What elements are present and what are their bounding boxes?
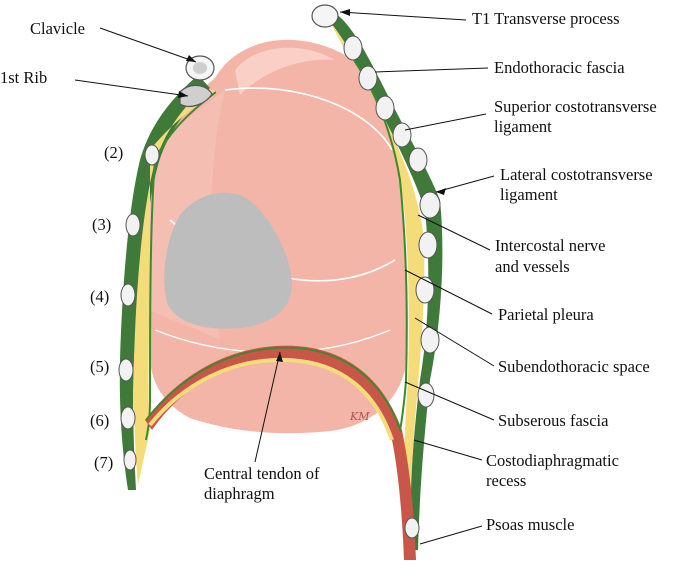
rib-7-bone — [123, 449, 137, 471]
t1-transverse-bone — [311, 4, 339, 28]
label-subendothoracic: Subendothoracic space — [498, 357, 650, 376]
label-parietal-pleura: Parietal pleura — [498, 305, 594, 324]
clavicle-bone — [185, 55, 215, 81]
label-superior-costotransverse-2: ligament — [494, 117, 552, 136]
rib-number-3: (3) — [92, 215, 111, 234]
label-lateral-costotransverse-1: Lateral costotransverse — [500, 165, 653, 184]
label-costodiaphragmatic-2: recess — [486, 471, 526, 490]
artist-signature: KM — [349, 410, 370, 423]
label-intercostal-2: and vessels — [495, 257, 570, 276]
label-endothoracic: Endothoracic fascia — [494, 58, 625, 77]
first-rib-bone — [179, 84, 213, 107]
rib-number-7: (7) — [94, 453, 113, 472]
rib-3-bone — [125, 213, 141, 237]
label-central-tendon-2: diaphragm — [204, 484, 275, 503]
label-lateral-costotransverse-2: ligament — [500, 185, 558, 204]
leader-arrowheads — [178, 9, 446, 362]
label-intercostal-1: Intercostal nerve — [495, 236, 605, 255]
label-clavicle: Clavicle — [30, 19, 85, 38]
label-t1-transverse: T1 Transverse process — [472, 9, 620, 28]
heart-shadow — [164, 192, 292, 329]
diaphragm — [145, 345, 416, 560]
rib-number-6: (6) — [90, 411, 109, 430]
rib-5-bone — [118, 358, 134, 382]
rib-number-5: (5) — [90, 357, 109, 376]
rib-number-4: (4) — [90, 287, 109, 306]
rib-2-bone — [144, 144, 160, 166]
label-subserous-fascia: Subserous fascia — [498, 411, 609, 430]
leader-lines — [74, 11, 495, 545]
rib-4-bone — [120, 283, 136, 307]
label-psoas: Psoas muscle — [486, 515, 574, 534]
rib-6-bone — [120, 406, 136, 430]
label-costodiaphragmatic-1: Costodiaphragmatic — [486, 451, 619, 470]
label-superior-costotransverse-1: Superior costotransverse — [494, 97, 657, 116]
label-central-tendon-1: Central tendon of — [204, 464, 320, 483]
rib-number-2: (2) — [104, 143, 123, 162]
right-bones — [311, 4, 441, 539]
label-1st-rib: 1st Rib — [0, 68, 47, 87]
left-ribs — [118, 144, 160, 471]
